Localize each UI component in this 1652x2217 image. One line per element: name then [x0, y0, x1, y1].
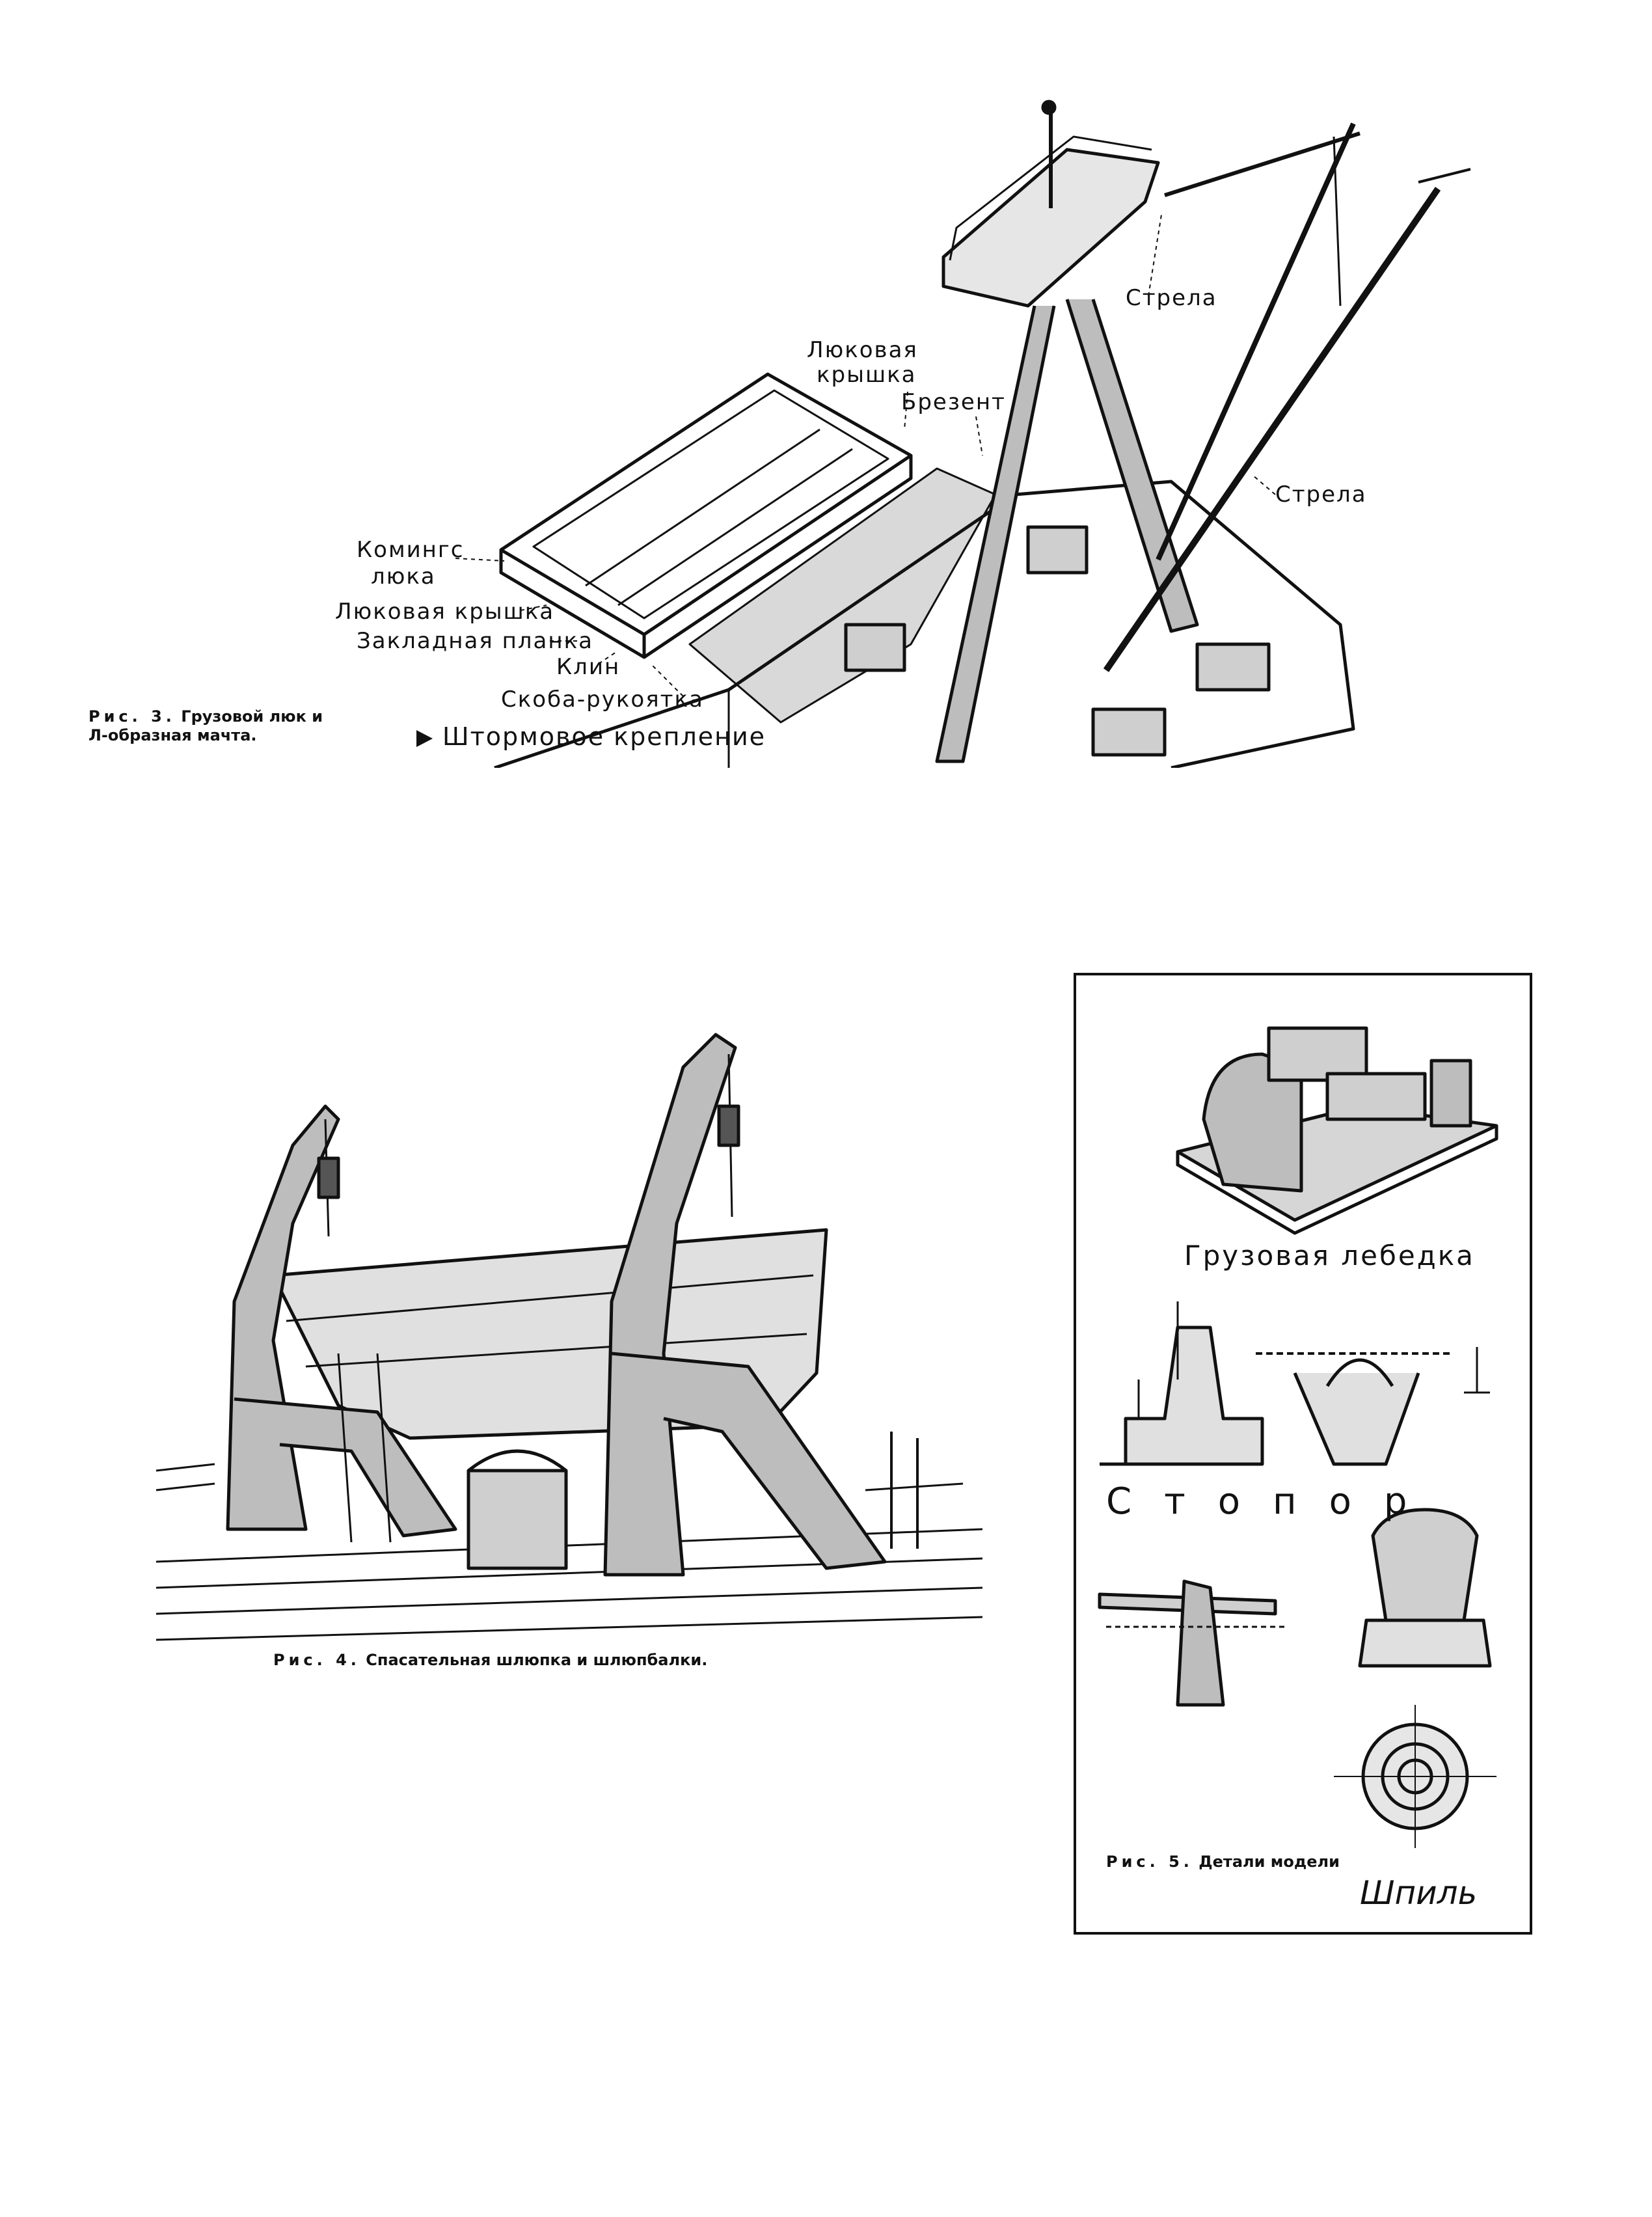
winch-3	[1195, 642, 1271, 692]
winch-4	[1091, 707, 1167, 757]
boom-middle	[1156, 122, 1356, 561]
figure-3-drawing	[416, 100, 1471, 768]
figure-5-drawing	[1098, 1026, 1498, 1848]
label-shtormovoe: Штормовое крепление	[442, 722, 766, 751]
davit-right	[603, 1033, 737, 1577]
figure-5-frame	[1074, 973, 1532, 1935]
winch-1	[844, 623, 906, 672]
figure-4-caption-prefix: Рис. 4.	[273, 1651, 360, 1669]
figure-5-caption: Рис. 5. Детали модели	[1106, 1853, 1340, 1871]
label-stopor: Стопор	[1106, 1480, 1440, 1523]
label-klin: Клин	[556, 654, 621, 680]
label-komings-2: люка	[371, 564, 436, 590]
figure-4-caption: Рис. 4. Спасательная шлюпка и шлюпбалки.	[273, 1651, 707, 1669]
figure-4-drawing	[156, 1033, 983, 1641]
label-strela-right: Стрела	[1275, 482, 1367, 508]
figure-3-caption-prefix: Рис. 3.	[88, 707, 176, 726]
label-lyukovaya-kryshka-top-2: крышка	[817, 362, 917, 388]
boom-upper	[1164, 131, 1361, 197]
boom-lower	[1103, 187, 1441, 672]
label-strela-top: Стрела	[1126, 285, 1217, 311]
capstan	[1371, 1508, 1479, 1622]
label-skoba-rukoyatka: Скоба-рукоятка	[501, 687, 704, 713]
figure-5-caption-text: Детали модели	[1198, 1853, 1340, 1871]
label-lyukovaya-kryshka: Люковая крышка	[335, 599, 555, 625]
boat-winch	[467, 1469, 568, 1570]
label-brezent: Брезент	[901, 389, 1006, 415]
stopor-left	[1100, 1326, 1264, 1466]
label-shpil: Шпиль	[1360, 1874, 1478, 1912]
winch-2	[1026, 525, 1089, 575]
figure-5-caption-prefix: Рис. 5.	[1106, 1853, 1193, 1871]
pointer-arrow-icon	[416, 730, 433, 747]
davit-left	[226, 1104, 340, 1531]
figure-4-caption-text: Спасательная шлюпка и шлюпбалки.	[366, 1651, 708, 1669]
mast-platform	[941, 148, 1160, 308]
figure-3-caption-line1: Рис. 3. Грузовой люк и	[88, 707, 323, 726]
label-komings-1: Комингс	[357, 537, 465, 563]
figure-3-caption-text: Грузовой люк и	[181, 707, 323, 726]
tarpaulin	[688, 467, 997, 724]
label-gruzovaya-lebedka: Грузовая лебедка	[1184, 1240, 1475, 1272]
label-lyukovaya-kryshka-top-1: Люковая	[807, 337, 918, 363]
mast-leg-left	[935, 305, 1056, 763]
figure-3-caption-line2: Л-образная мачта.	[88, 726, 257, 744]
label-zakladnaya-planka: Закладная планка	[357, 628, 593, 654]
